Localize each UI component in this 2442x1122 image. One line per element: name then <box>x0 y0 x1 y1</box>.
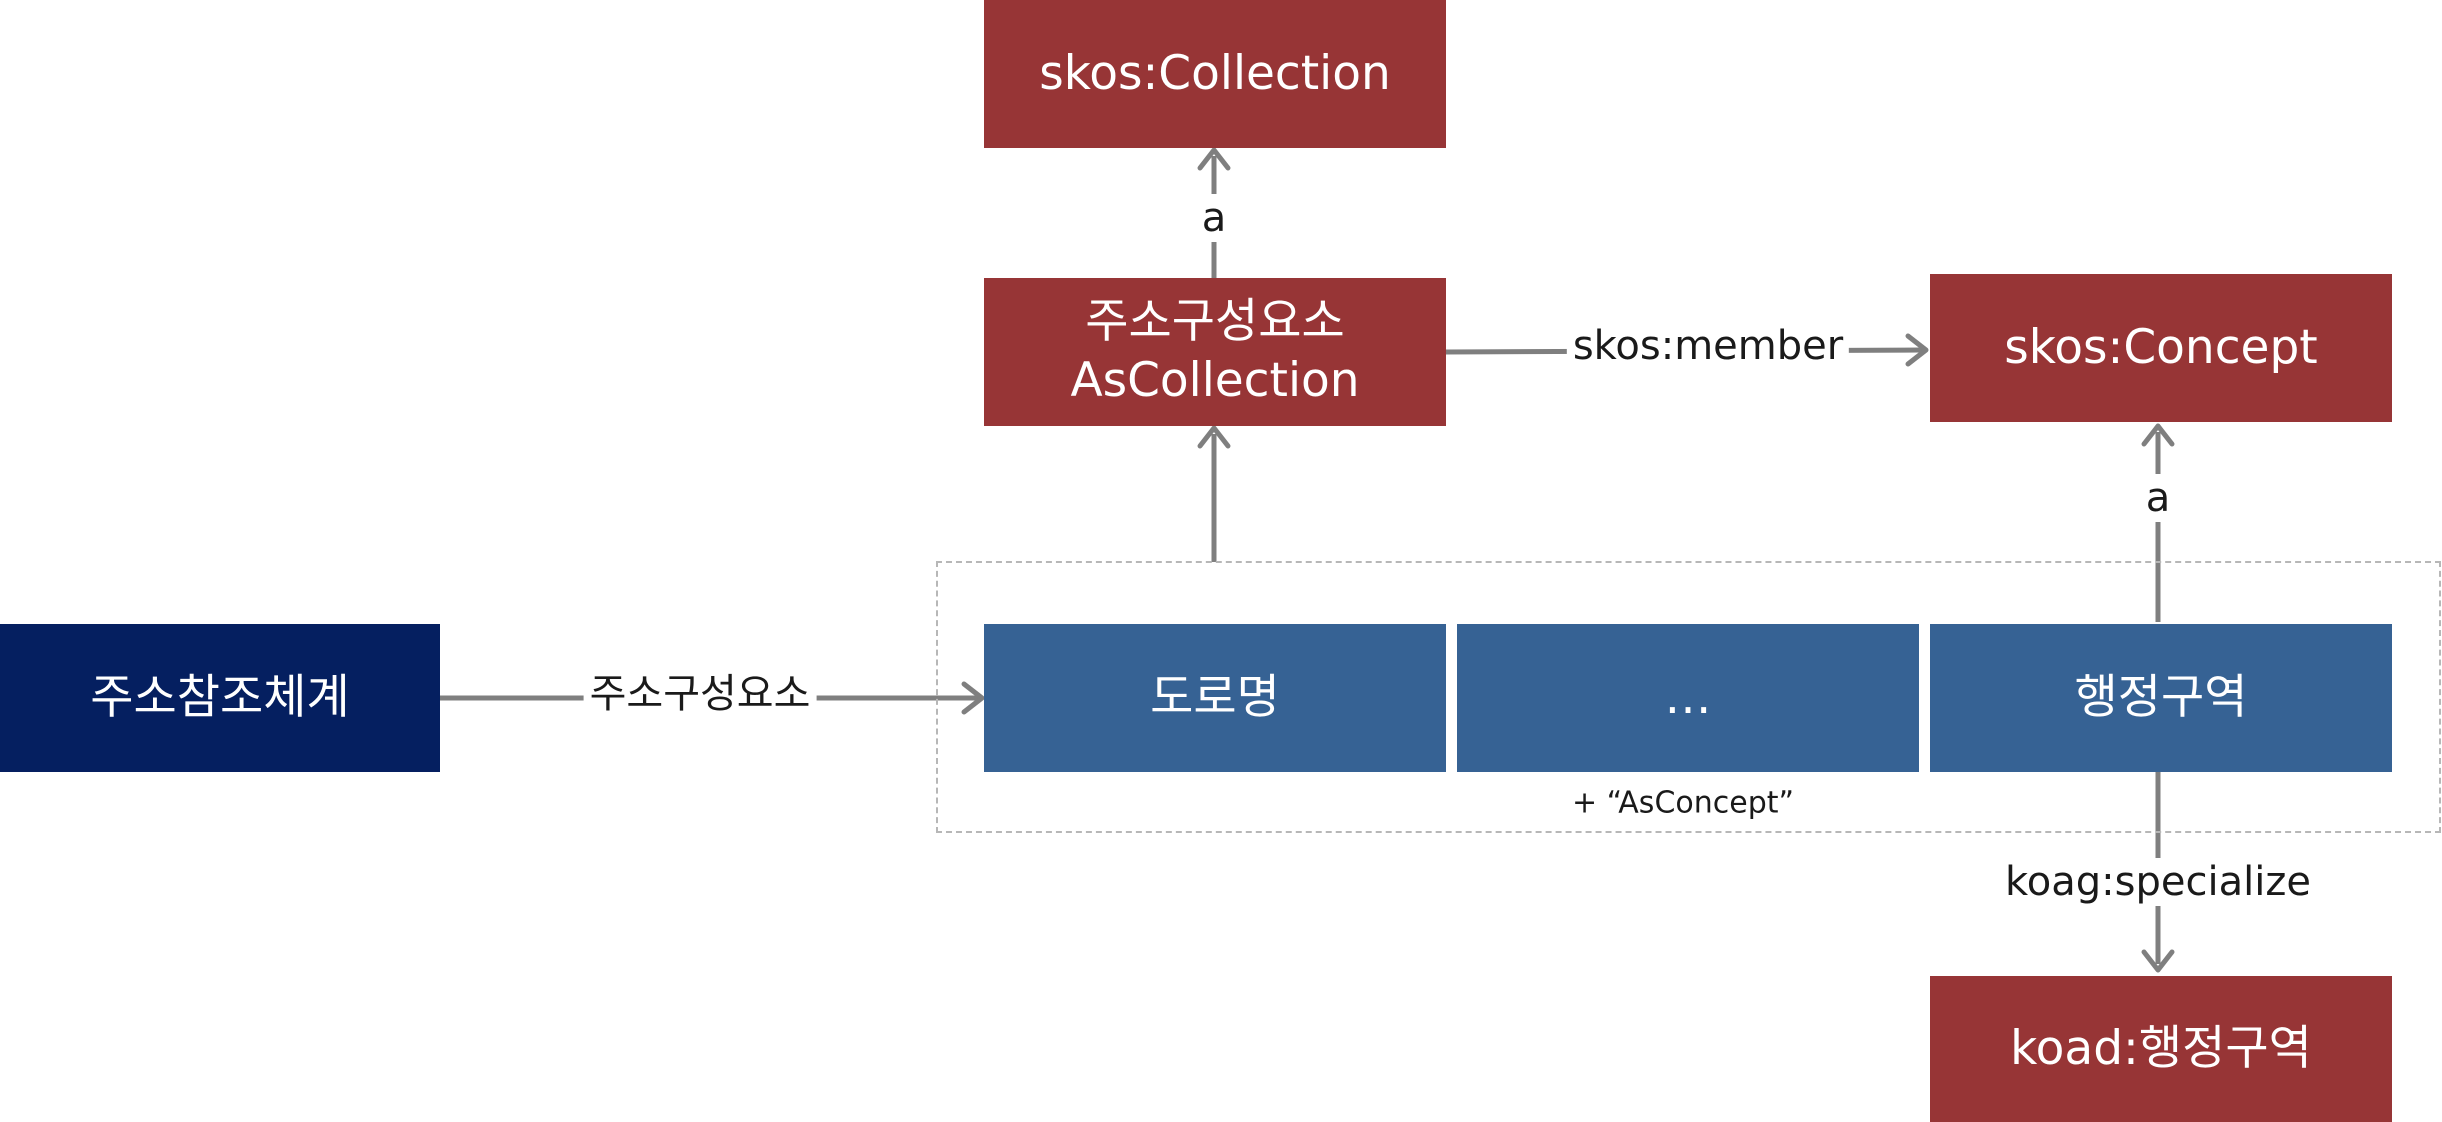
road-name-node[interactable]: 도로명 <box>984 624 1446 772</box>
skos-concept-node[interactable]: skos:Concept <box>1930 274 2392 422</box>
arrowhead-member <box>1905 333 1929 367</box>
skos-collection-node[interactable]: skos:Collection <box>984 0 1446 148</box>
arrowhead-collection <box>1197 147 1231 171</box>
edge-label-member: skos:member <box>1566 322 1850 370</box>
koad-admin-district-node[interactable]: koad:행정구역 <box>1930 976 2392 1122</box>
group-note: + “AsConcept” <box>1571 785 1795 821</box>
edge-label-components: 주소구성요소 <box>583 670 817 718</box>
koad-admin-district-label: koad:행정구역 <box>2010 1020 2312 1076</box>
admin-district-label: 행정구역 <box>2074 669 2248 725</box>
edge-label-concept-a: a <box>2139 474 2177 522</box>
address-reference-system-label: 주소참조체계 <box>90 669 350 725</box>
skos-concept-label: skos:Concept <box>2004 319 2318 375</box>
skos-collection-label: skos:Collection <box>1039 45 1391 101</box>
component-collection-label-ko: 주소구성요소 <box>1085 294 1345 350</box>
component-group-frame <box>936 561 2441 833</box>
component-collection-label-en: AsCollection <box>1070 353 1360 408</box>
arrowhead-specialize <box>2141 949 2175 973</box>
component-collection-node[interactable]: 주소구성요소 AsCollection <box>984 278 1446 426</box>
arrowhead-concept <box>2141 423 2175 447</box>
road-name-label: 도로명 <box>1150 669 1280 725</box>
address-reference-system-node[interactable]: 주소참조체계 <box>0 624 440 772</box>
arrowhead-components <box>961 681 985 715</box>
ellipsis-node[interactable]: … <box>1457 624 1919 772</box>
arrowhead-group-to-collection <box>1197 425 1231 449</box>
edge-label-specialize: koag:specialize <box>1999 858 2317 906</box>
edge-label-collection-a: a <box>1195 194 1233 242</box>
ellipsis-label: … <box>1664 669 1712 725</box>
admin-district-node[interactable]: 행정구역 <box>1930 624 2392 772</box>
